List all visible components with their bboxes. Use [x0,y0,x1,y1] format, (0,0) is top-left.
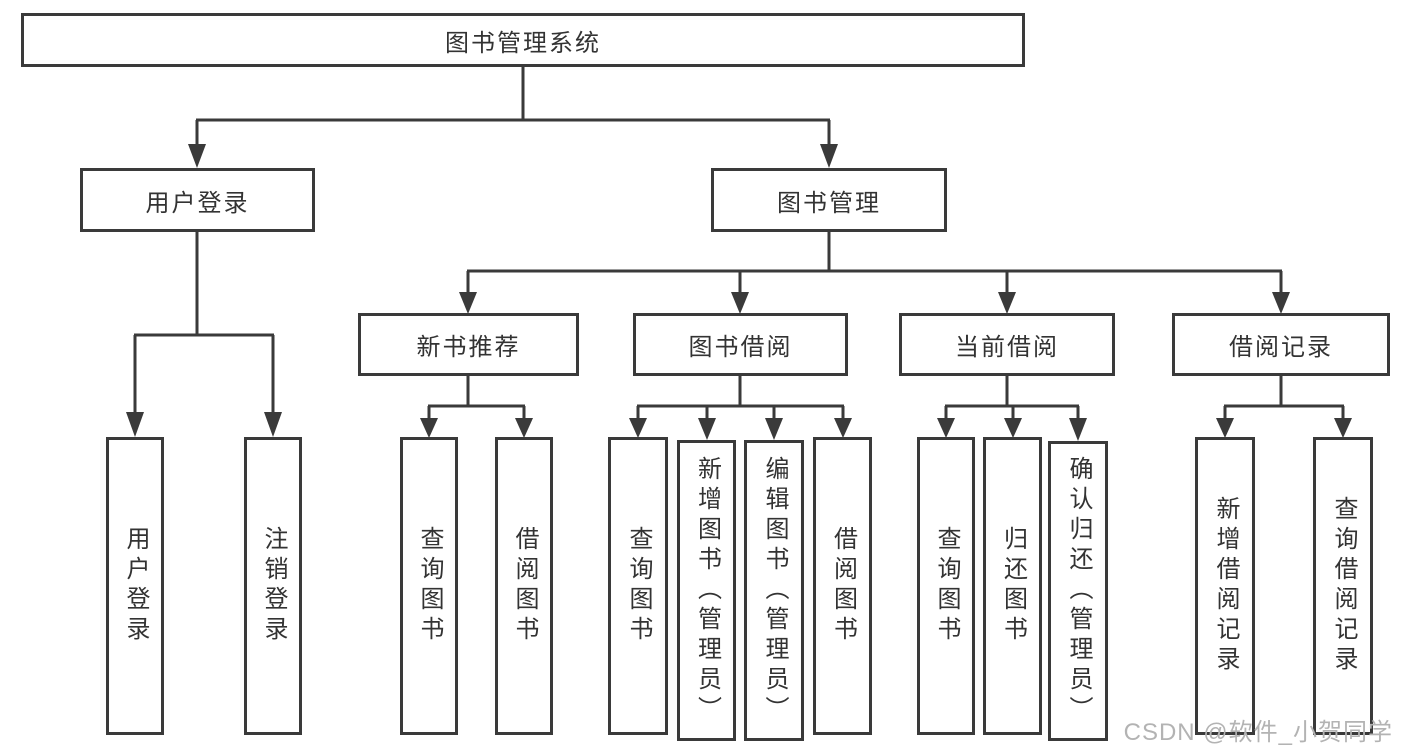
leaf-query-books-current: 查询图书 [917,437,975,735]
node-new-book-recommend-label: 新书推荐 [416,334,521,361]
node-borrow-records-label: 借阅记录 [1229,334,1333,361]
node-root: 图书管理系统 [21,13,1025,67]
leaf-query-books-recommend: 查询图书 [400,437,458,735]
node-user-login-label: 用户登录 [145,189,250,217]
leaf-edit-books-admin: 编辑图书（管理员） [744,440,804,741]
leaf-add-books-admin: 新增图书（管理员） [677,440,736,741]
node-current-borrow: 当前借阅 [899,313,1115,376]
leaf-query-borrow-record-label: 查询借阅记录 [1330,496,1357,676]
node-new-book-recommend: 新书推荐 [358,313,579,376]
leaf-confirm-return-admin: 确认归还（管理员） [1048,441,1108,741]
leaf-borrow-books-label: 借阅图书 [829,526,857,646]
leaf-query-books-current-label: 查询图书 [933,526,960,646]
node-current-borrow-label: 当前借阅 [955,334,1059,361]
csdn-watermark: CSDN @软件_小贺同学 [1123,719,1393,746]
leaf-borrow-books-recommend-label: 借阅图书 [511,526,538,646]
leaf-query-books-borrow-label: 查询图书 [625,526,652,646]
leaf-confirm-return-admin-label: 确认归还（管理员） [1065,456,1092,726]
node-book-management: 图书管理 [711,168,947,232]
leaf-query-books-borrow: 查询图书 [608,437,668,735]
leaf-add-borrow-record: 新增借阅记录 [1195,437,1255,735]
leaf-user-login: 用户登录 [106,437,164,735]
leaf-add-books-admin-label: 新增图书（管理员） [693,455,721,726]
leaf-query-borrow-record: 查询借阅记录 [1313,437,1373,735]
leaf-borrow-books-recommend: 借阅图书 [495,437,553,735]
node-book-management-label: 图书管理 [777,189,881,217]
leaf-query-books-recommend-label: 查询图书 [416,526,443,646]
leaf-logout: 注销登录 [244,437,302,735]
node-borrow-records: 借阅记录 [1172,313,1390,376]
node-user-login: 用户登录 [80,168,315,232]
node-book-borrow: 图书借阅 [633,313,848,376]
leaf-borrow-books: 借阅图书 [813,437,872,735]
leaf-add-borrow-record-label: 新增借阅记录 [1212,496,1239,676]
leaf-edit-books-admin-label: 编辑图书（管理员） [761,455,788,726]
node-book-borrow-label: 图书借阅 [688,334,793,361]
node-root-label: 图书管理系统 [445,29,601,57]
leaf-user-login-label: 用户登录 [122,526,149,646]
leaf-logout-label: 注销登录 [260,526,287,646]
leaf-return-books: 归还图书 [983,437,1042,735]
leaf-return-books-label: 归还图书 [999,526,1027,646]
